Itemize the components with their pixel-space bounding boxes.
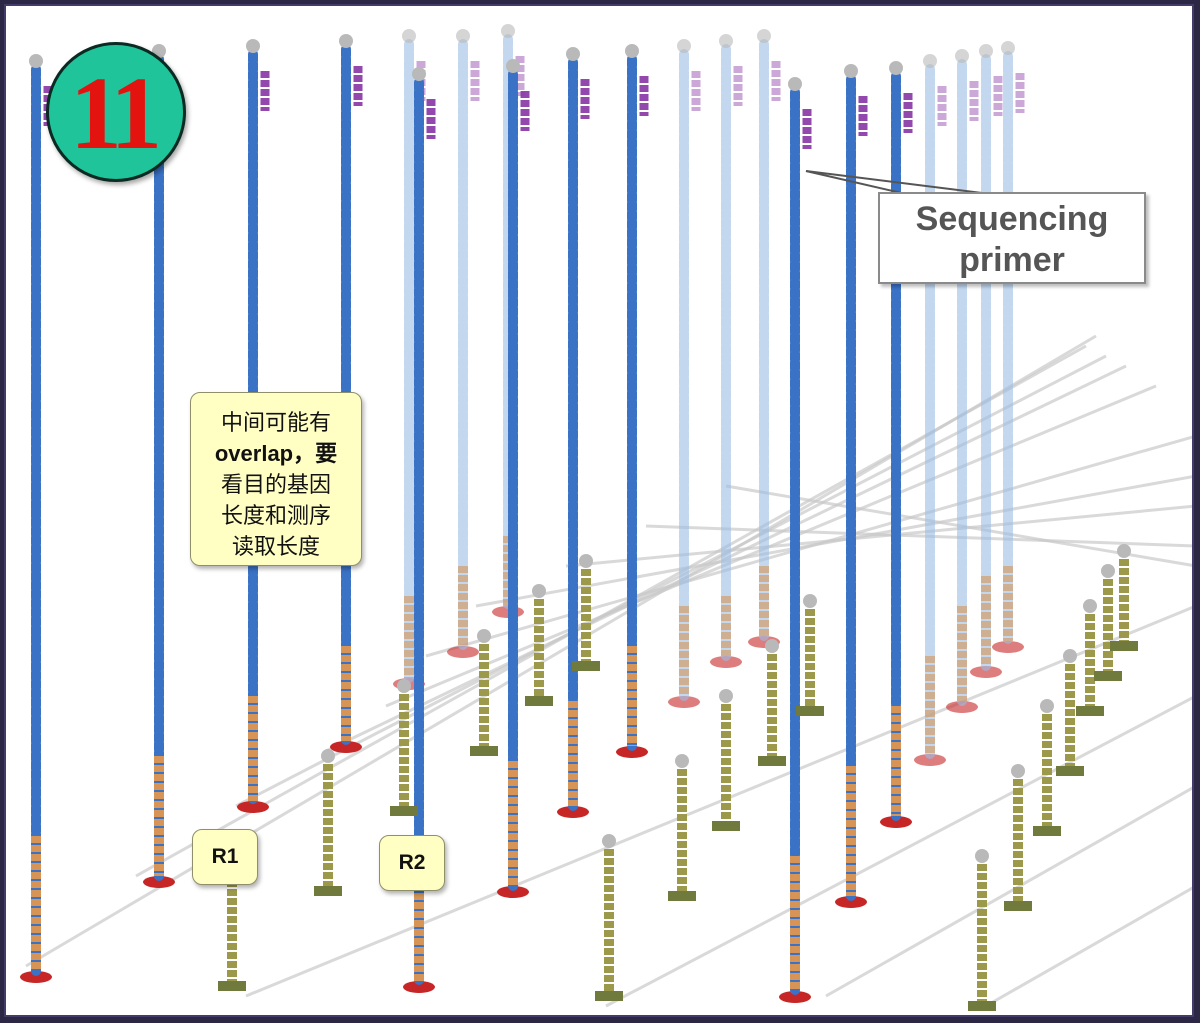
strand-cap: [246, 39, 260, 53]
strand-cap: [566, 47, 580, 61]
strand-cap: [321, 749, 335, 763]
anchor-base: [668, 696, 700, 708]
anchor-base: [403, 981, 435, 993]
surface-line: [605, 696, 1192, 1008]
note-line: 中间可能有: [220, 410, 331, 435]
anchor-base: [497, 886, 529, 898]
anchor-base: [712, 821, 740, 831]
anchor-base: [710, 656, 742, 668]
surface-line: [985, 886, 1192, 1008]
strand-cap: [889, 61, 903, 75]
strand-cap: [1011, 764, 1025, 778]
strand-cap: [788, 77, 802, 91]
strand-cap: [844, 64, 858, 78]
strand-cap: [757, 29, 771, 43]
strand-cap: [955, 49, 969, 63]
read2-label: R2: [379, 835, 445, 891]
strand-cap: [456, 29, 470, 43]
sequencing-primer-label: Sequencing primer: [878, 192, 1146, 284]
anchor-base: [237, 801, 269, 813]
note-line: 看目的基因: [220, 472, 331, 497]
note-line: overlap，要: [214, 441, 338, 466]
anchor-base: [668, 891, 696, 901]
slide: 11 中间可能有 overlap，要 看目的基因 长度和测序 读取长度 R1 R…: [4, 4, 1194, 1017]
strand-cap: [1063, 649, 1077, 663]
note-line: 读取长度: [231, 534, 320, 559]
anchor-base: [970, 666, 1002, 678]
strand-cap: [501, 24, 515, 38]
anchor-base: [1076, 706, 1104, 716]
overlap-note: 中间可能有 overlap，要 看目的基因 长度和测序 读取长度: [190, 392, 362, 566]
strand-cap: [719, 34, 733, 48]
anchor-base: [796, 706, 824, 716]
anchor-base: [20, 971, 52, 983]
anchor-base: [946, 701, 978, 713]
anchor-base: [914, 754, 946, 766]
strand-cap: [1001, 41, 1015, 55]
anchor-base: [880, 816, 912, 828]
strand-cap: [765, 639, 779, 653]
strand-cap: [339, 34, 353, 48]
anchor-base: [779, 991, 811, 1003]
strand-cap: [677, 39, 691, 53]
read1-label: R1: [192, 829, 258, 885]
anchor-base: [968, 1001, 996, 1011]
strand-cap: [397, 679, 411, 693]
anchor-base: [835, 896, 867, 908]
step-number-badge: 11: [46, 42, 186, 182]
strand-cap: [803, 594, 817, 608]
strand-cap: [477, 629, 491, 643]
anchor-base: [218, 981, 246, 991]
anchor-base: [143, 876, 175, 888]
anchor-base: [1033, 826, 1061, 836]
anchor-base: [557, 806, 589, 818]
step-number: 11: [69, 56, 162, 171]
strand-cap: [1117, 544, 1131, 558]
anchor-base: [572, 661, 600, 671]
surface-line: [235, 354, 1107, 808]
anchor-base: [595, 991, 623, 1001]
strand-cap: [412, 67, 426, 81]
strand-cap: [975, 849, 989, 863]
strand-cap: [979, 44, 993, 58]
anchor-base: [447, 646, 479, 658]
strand-cap: [719, 689, 733, 703]
surface-line: [825, 786, 1192, 998]
anchor-base: [992, 641, 1024, 653]
strand-cap: [506, 59, 520, 73]
anchor-base: [470, 746, 498, 756]
surface-line: [645, 524, 1192, 548]
strand-cap: [1083, 599, 1097, 613]
strand-cap: [923, 54, 937, 68]
anchor-base: [1110, 641, 1138, 651]
note-line: 长度和测序: [220, 503, 331, 528]
strand-cap: [602, 834, 616, 848]
strand-cap: [625, 44, 639, 58]
primer-label-line: Sequencing: [915, 200, 1109, 238]
strand-cap: [675, 754, 689, 768]
anchor-base: [390, 806, 418, 816]
anchor-base: [1004, 901, 1032, 911]
strand-cap: [29, 54, 43, 68]
strand-cap: [1040, 699, 1054, 713]
anchor-base: [330, 741, 362, 753]
anchor-base: [1056, 766, 1084, 776]
strand-cap: [402, 29, 416, 43]
primer-label-line: primer: [959, 241, 1065, 279]
sequencing-diagram: [20, 24, 1192, 1011]
anchor-base: [758, 756, 786, 766]
strand-cap: [579, 554, 593, 568]
anchor-base: [525, 696, 553, 706]
anchor-base: [1094, 671, 1122, 681]
anchor-base: [616, 746, 648, 758]
strand-cap: [1101, 564, 1115, 578]
anchor-base: [314, 886, 342, 896]
strand-cap: [532, 584, 546, 598]
primer-pointer-line: [805, 170, 1007, 197]
